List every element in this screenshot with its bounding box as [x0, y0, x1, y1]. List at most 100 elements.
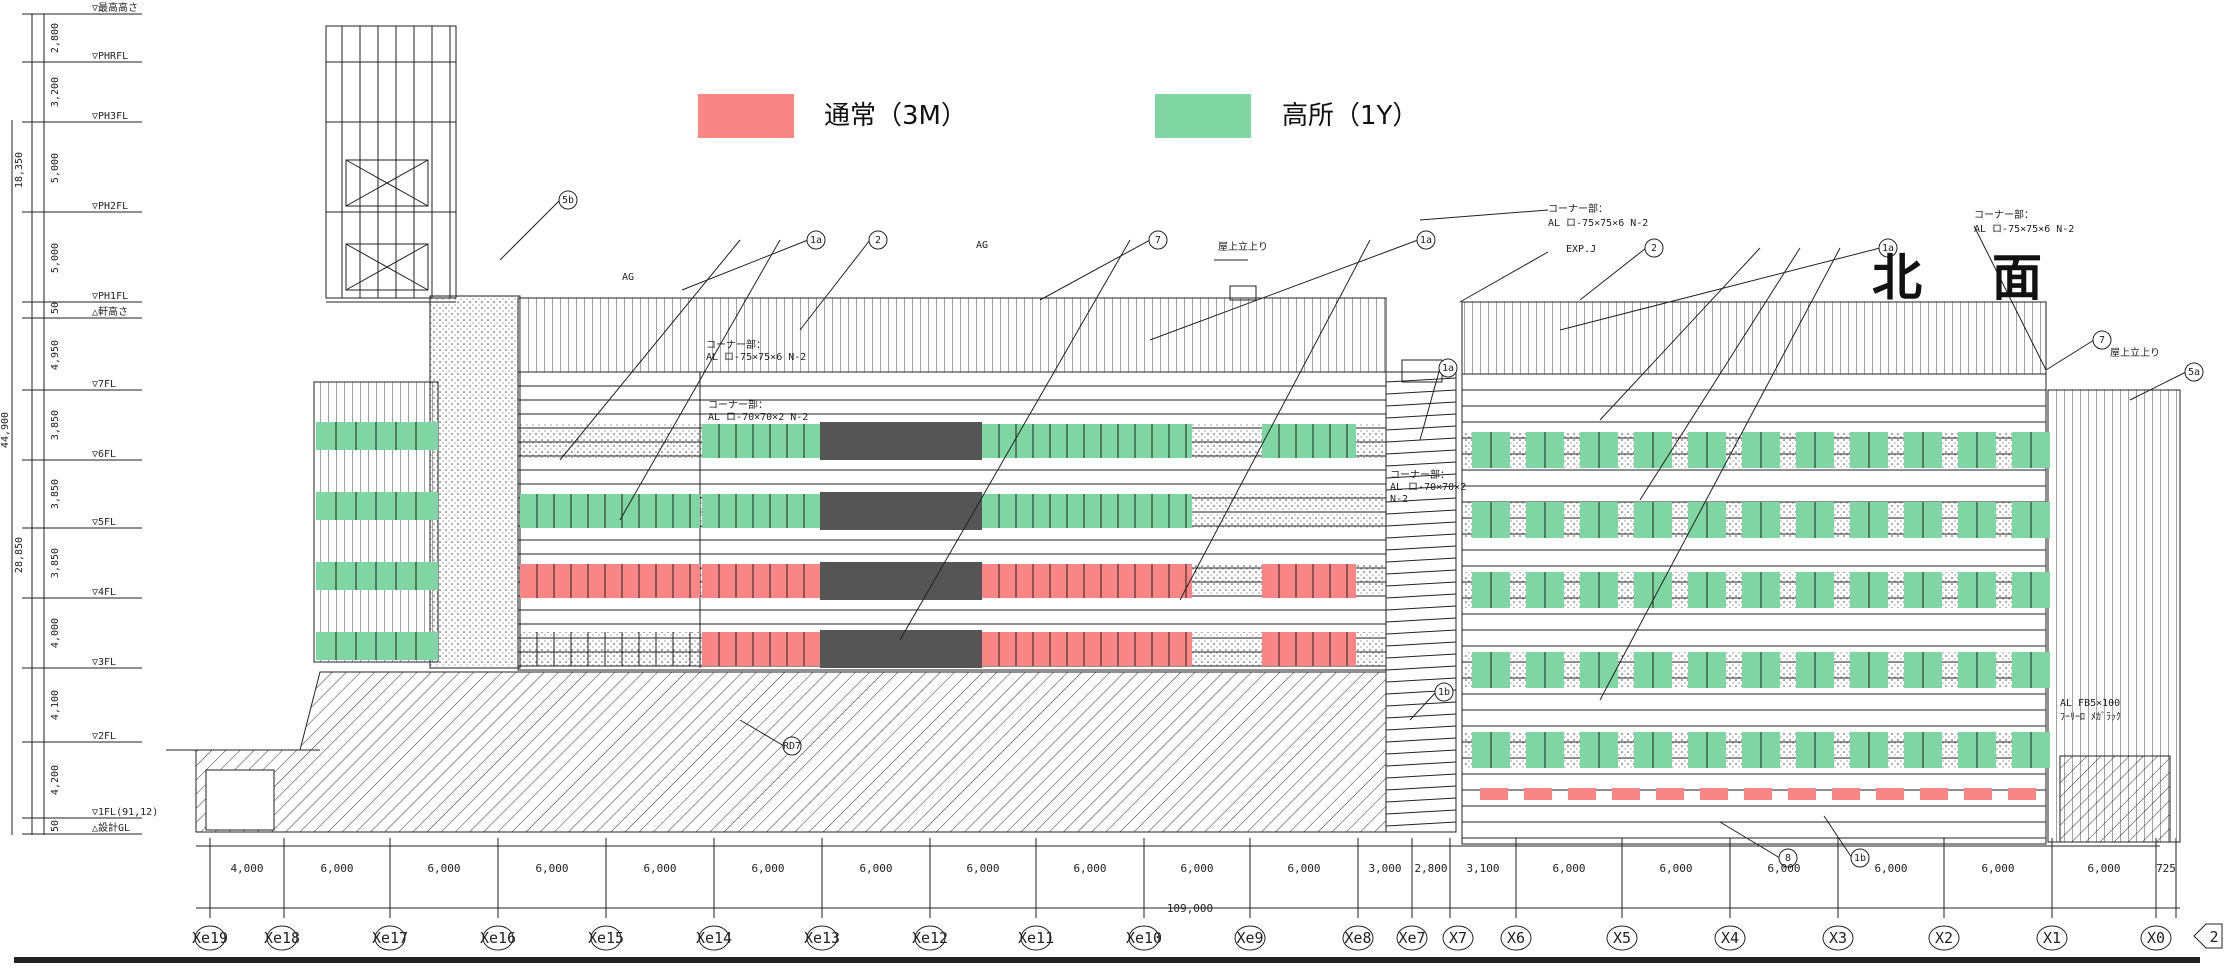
vertical-dimension: 3,850 [50, 548, 61, 578]
bay-dimension: 6,000 [1659, 862, 1692, 875]
drawing-labels: ▽最高高さ▽PHRFL▽PH3FL▽PH2FL▽PH1FL△軒高さ▽7FL▽6F… [0, 1, 2219, 947]
floor-level-label: ▽4FL [92, 587, 116, 598]
panel-normal [982, 564, 1192, 598]
joint-line [1385, 713, 1457, 719]
annotation-text: AL ロ-70×70×2 [1390, 482, 1466, 493]
vertical-dimension: 4,200 [50, 765, 61, 795]
sheet-number: 2 [2209, 928, 2218, 946]
right-roof-parapet [1461, 301, 2047, 375]
joint-line [1385, 521, 1457, 527]
grid-label: X4 [1721, 929, 1739, 947]
total-dimension: 44,900 [0, 412, 11, 448]
legend-normal-swatch [698, 94, 794, 138]
leader-line [1973, 225, 2047, 371]
panel-normal [1920, 788, 1948, 800]
leader-line [2129, 371, 2187, 401]
tower-upper [325, 25, 457, 299]
grid-bubble [1128, 925, 1160, 951]
panel-normal [1262, 632, 1356, 666]
annotation-text: AL ロ-75×75×6 N-2 [706, 352, 806, 363]
joint-line [1385, 773, 1457, 779]
bay-dimension: 725 [2156, 862, 2176, 875]
grid-label: Xe15 [588, 929, 624, 947]
floor-level-label: ▽PH3FL [92, 111, 128, 122]
joint-line [1385, 653, 1457, 659]
leader-line [1419, 367, 1441, 441]
joint-line [1385, 701, 1457, 707]
joint-line [1385, 737, 1457, 743]
joint-line [1385, 785, 1457, 791]
bay-dimension: 6,000 [1767, 862, 1800, 875]
annotation-text: N-2 [1390, 494, 1408, 505]
joint-line [1385, 437, 1457, 443]
joint-line [1385, 809, 1457, 815]
joint-line [1385, 617, 1457, 623]
joint-line [1385, 581, 1457, 587]
annotation-text: コーナー部： [706, 338, 766, 351]
grid-label: X5 [1613, 929, 1631, 947]
panel-normal [1480, 788, 1508, 800]
tower-core [429, 295, 521, 669]
leader-line [499, 199, 561, 261]
legend-high-swatch [1155, 94, 1251, 138]
grid-bubble [1606, 925, 1638, 951]
legend-normal-label: 通常（3M） [824, 101, 967, 131]
vertical-dimension: 3,850 [50, 410, 61, 440]
leader-tag [2092, 330, 2112, 350]
bay-dimension: 6,000 [1073, 862, 1106, 875]
grid-label: Xe7 [1398, 929, 1425, 947]
vertical-dimension: 4,000 [50, 618, 61, 648]
joint-line [1385, 485, 1457, 491]
bay-dimension: 6,000 [1874, 862, 1907, 875]
grid-label: Xe17 [372, 929, 408, 947]
overall-dimension: 109,000 [1167, 902, 1213, 915]
bay-dimension: 6,000 [1981, 862, 2014, 875]
leader-line [1823, 815, 1853, 859]
bay-dimension: 6,000 [859, 862, 892, 875]
leader-tag [1438, 358, 1458, 378]
annotation-text: コーナー部： [1974, 208, 2034, 221]
floor-level-label: △設計GL [92, 821, 130, 834]
leader-line [899, 239, 1131, 641]
leader-line [559, 239, 741, 461]
leader-tag-label: 1a [1442, 363, 1454, 374]
joint-line [1385, 641, 1457, 647]
bay-dimension: 6,000 [427, 862, 460, 875]
bay-dimension: 6,000 [643, 862, 676, 875]
vertical-dimension: 2,800 [50, 23, 61, 53]
panel-normal [702, 632, 820, 666]
tower-green-band [316, 562, 438, 590]
grid-bubble [266, 925, 298, 951]
panel-high [520, 494, 700, 528]
annotation-text: 屋上立上り [1218, 240, 1268, 253]
joint-line [1385, 665, 1457, 671]
annotation-text: コーナー部： [1390, 468, 1450, 481]
annotation-text: コーナー部： [708, 398, 768, 411]
panel-normal [982, 632, 1192, 666]
tower-green-band [316, 632, 438, 660]
dark-panel [820, 492, 982, 530]
leader-line [1559, 247, 1881, 331]
leader-tag [806, 230, 826, 250]
dark-panel [820, 562, 982, 600]
joint-line [1385, 761, 1457, 767]
joint-line [1385, 389, 1457, 395]
leader-tag [1778, 848, 1798, 868]
panel-normal [1612, 788, 1640, 800]
tower-x-diag [345, 159, 429, 207]
leader-tag-label: RD7 [783, 741, 801, 752]
grid-bubble [482, 925, 514, 951]
grid-bubble [1714, 925, 1746, 951]
grid-bubble [1234, 925, 1266, 951]
tower-x-diag [345, 243, 429, 291]
vertical-dimension: 5,000 [50, 243, 61, 273]
bay-dimension: 6,000 [1180, 862, 1213, 875]
right-tower-base [2059, 755, 2171, 843]
grid-label: Xe16 [480, 929, 516, 947]
annotation-text: AG [976, 240, 988, 251]
panel-normal [1568, 788, 1596, 800]
leader-line [1459, 251, 1549, 303]
grid-label: Xe11 [1018, 929, 1054, 947]
